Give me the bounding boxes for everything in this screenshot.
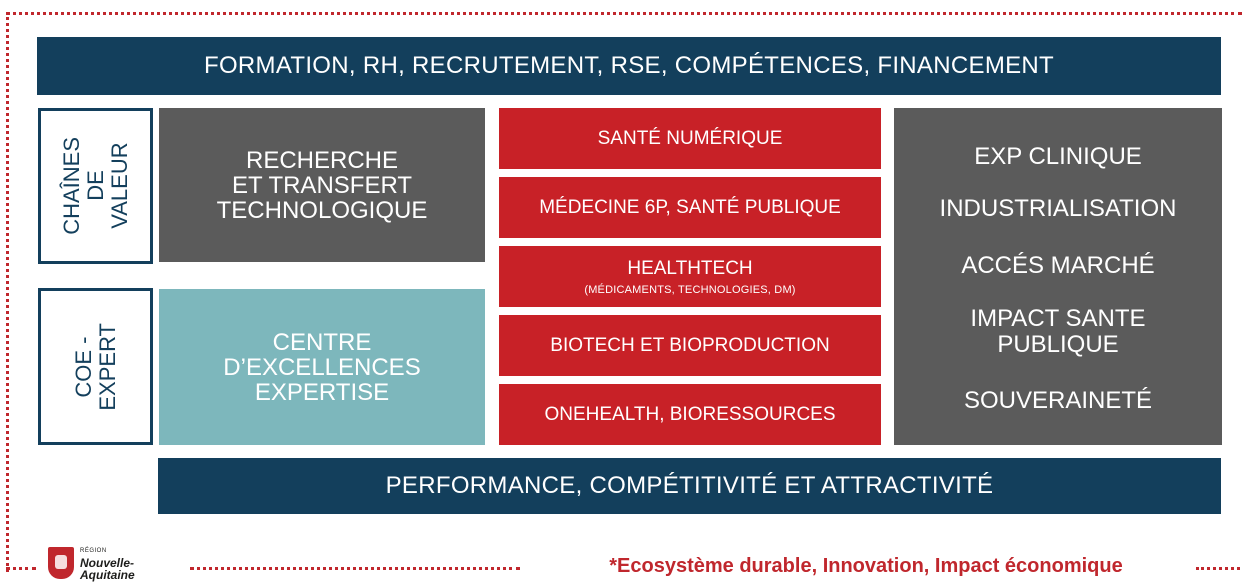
value-chain-label: CHAÎNES DE VALEUR	[58, 137, 132, 235]
sector-box: MÉDECINE 6P, SANTÉ PUBLIQUE	[499, 177, 881, 238]
sector-box: ONEHEALTH, BIORESSOURCES	[499, 384, 881, 445]
centre-excellence-box: CENTRE D’EXCELLENCES EXPERTISE	[159, 289, 485, 445]
sector-label: BIOTECH ET BIOPRODUCTION	[550, 334, 830, 356]
outcome-item: INDUSTRIALISATION	[939, 195, 1177, 222]
tagline: *Ecosystème durable, Innovation, Impact …	[609, 554, 1123, 577]
sector-label: MÉDECINE 6P, SANTÉ PUBLIQUE	[539, 196, 841, 218]
region-logo-text: RÉGION Nouvelle- Aquitaine	[80, 548, 135, 582]
value-chain-label-box: CHAÎNES DE VALEUR	[38, 108, 153, 264]
outcome-item: ACCÉS MARCHÉ	[961, 252, 1155, 279]
sector-sublabel: (MÉDICAMENTS, TECHNOLOGIES, DM)	[584, 283, 796, 296]
outcomes-box: EXP CLINIQUE INDUSTRIALISATION ACCÉS MAR…	[894, 108, 1222, 445]
outcome-item: SOUVERAINETÉ	[963, 387, 1153, 414]
outcome-item: EXP CLINIQUE	[974, 143, 1142, 170]
region-logo: RÉGION Nouvelle- Aquitaine	[48, 545, 168, 581]
outcome-item: IMPACT SANTE PUBLIQUE	[970, 305, 1146, 358]
research-transfer-box: RECHERCHE ET TRANSFERT TECHNOLOGIQUE	[159, 108, 485, 262]
coe-expert-label-box: COE - EXPERT	[38, 288, 153, 445]
frame-dotted-bottom-middle	[190, 567, 520, 570]
frame-dotted-top	[6, 12, 1242, 15]
sector-box: HEALTHTECH (MÉDICAMENTS, TECHNOLOGIES, D…	[499, 246, 881, 307]
sector-label: ONEHEALTH, BIORESSOURCES	[544, 403, 836, 425]
frame-dotted-left	[6, 12, 9, 572]
sector-box: BIOTECH ET BIOPRODUCTION	[499, 315, 881, 376]
coe-expert-label: COE - EXPERT	[70, 322, 120, 411]
sector-label: SANTÉ NUMÉRIQUE	[597, 127, 783, 149]
top-banner: FORMATION, RH, RECRUTEMENT, RSE, COMPÉTE…	[37, 37, 1221, 95]
frame-dotted-bottom-left	[6, 567, 36, 570]
sector-box: SANTÉ NUMÉRIQUE	[499, 108, 881, 169]
region-shield-icon	[48, 547, 74, 579]
bottom-banner: PERFORMANCE, COMPÉTITIVITÉ ET ATTRACTIVI…	[158, 458, 1221, 514]
sector-label: HEALTHTECH	[627, 257, 753, 279]
frame-dotted-bottom-right	[1196, 567, 1240, 570]
